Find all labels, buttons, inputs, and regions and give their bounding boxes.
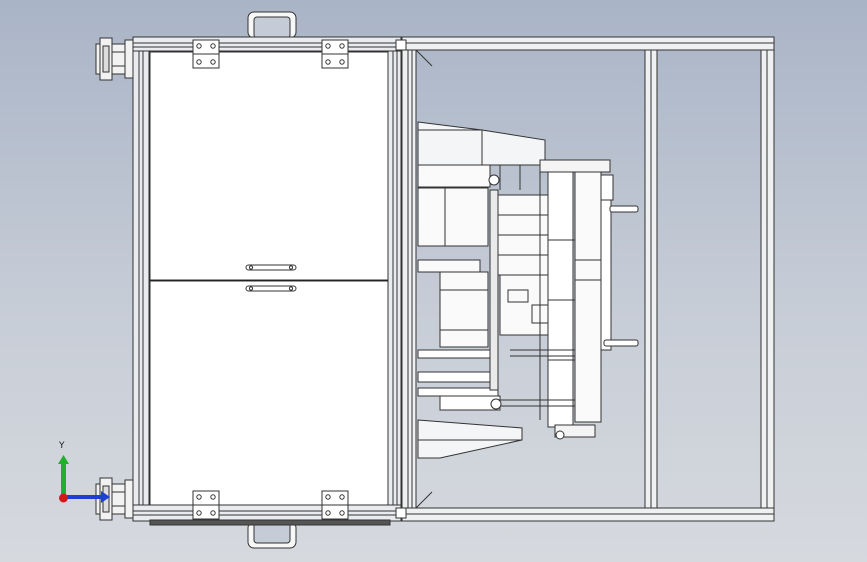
x-axis-arrow bbox=[63, 495, 103, 499]
hinge-bottom-right[interactable] bbox=[321, 490, 349, 520]
y-axis-label: Y bbox=[59, 441, 65, 451]
upper-door-panel[interactable] bbox=[149, 51, 389, 281]
hinge-bottom-left[interactable] bbox=[192, 490, 220, 520]
hinge-top-left[interactable] bbox=[192, 39, 220, 69]
lower-door-pull[interactable] bbox=[245, 285, 297, 292]
upper-door-pull[interactable] bbox=[245, 264, 297, 271]
coordinate-triad bbox=[58, 455, 110, 503]
right-frame[interactable] bbox=[395, 36, 775, 522]
lower-door-panel[interactable] bbox=[149, 280, 389, 506]
y-axis-arrow bbox=[61, 462, 66, 498]
mechanism-assembly[interactable] bbox=[417, 121, 639, 459]
bottom-handle[interactable] bbox=[247, 521, 297, 549]
latch-top-left[interactable] bbox=[95, 37, 134, 81]
origin-point bbox=[59, 493, 68, 503]
hinge-top-right[interactable] bbox=[321, 39, 349, 69]
top-handle[interactable] bbox=[247, 11, 297, 39]
